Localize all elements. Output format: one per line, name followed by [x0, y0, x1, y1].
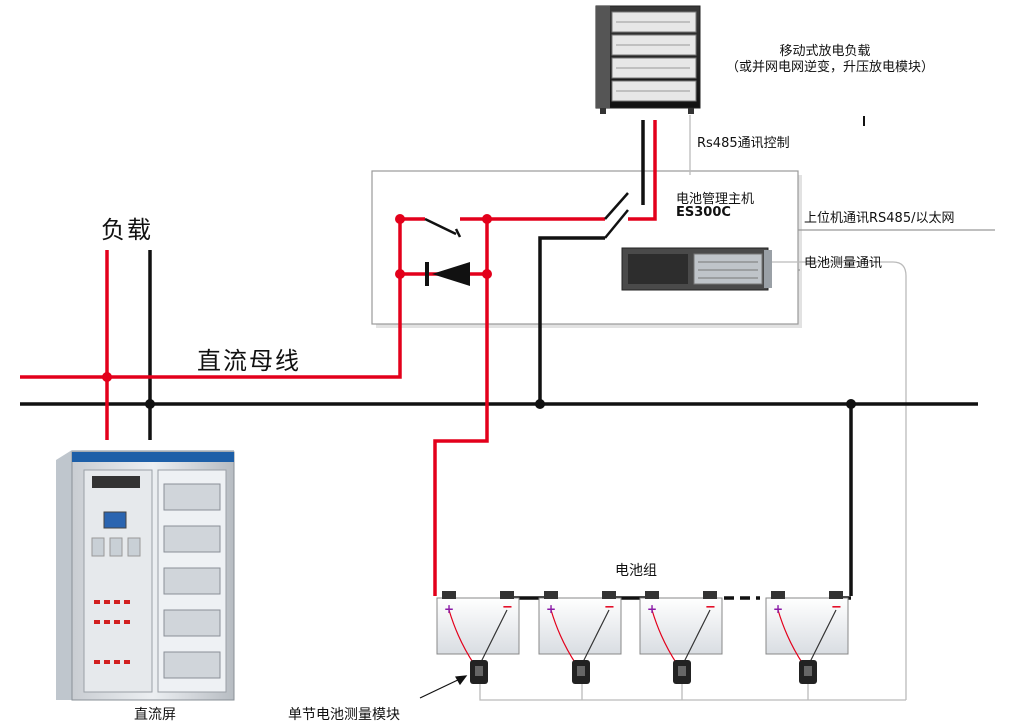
module-pointer-arrow	[419, 675, 468, 699]
comm-lines	[479, 115, 995, 701]
dc-panel-label: 直流屏	[134, 707, 176, 723]
upper-comm-label: 上位机通讯RS485/以太网	[804, 211, 955, 226]
battery-icon	[436, 591, 520, 655]
negative-terminal-sign: −	[604, 600, 615, 615]
dc-bus-label: 直流母线	[197, 347, 301, 375]
discharge-load-title: 移动式放电负载	[779, 44, 871, 59]
diode-icon	[425, 262, 470, 286]
battery-group-label: 电池组	[615, 563, 657, 579]
negative-terminal-sign: −	[705, 600, 716, 615]
positive-terminal-sign: +	[546, 602, 557, 616]
load-label: 负载	[101, 216, 153, 244]
cabinet-icon	[56, 450, 235, 701]
cell-modules	[470, 660, 817, 684]
negative-terminal-sign: −	[831, 600, 842, 615]
battery-icon	[639, 591, 723, 655]
positive-terminal-sign: +	[444, 602, 455, 616]
discharge-load-subtitle: （或并网电网逆变，升压放电模块）	[725, 60, 934, 75]
sensor-module-icon	[799, 660, 817, 684]
positive-terminal-sign: +	[773, 602, 784, 616]
battery-string	[436, 591, 849, 665]
battery-measure-comm-label: 电池测量通讯	[804, 256, 883, 271]
tick-mark	[863, 116, 865, 126]
sensor-module-icon	[572, 660, 590, 684]
server-icon	[621, 247, 772, 291]
junction-dots	[102, 214, 856, 409]
bms-host-model: ES300C	[676, 205, 731, 220]
rack-cabinet-icon	[595, 5, 701, 114]
negative-terminal-sign: −	[502, 600, 513, 615]
sensor-module-icon	[673, 660, 691, 684]
battery-icon	[538, 591, 622, 655]
bms-host-label: 电池管理主机	[676, 192, 755, 207]
rs485-control-label: Rs485通讯控制	[697, 136, 790, 151]
battery-icon	[765, 591, 849, 655]
sensor-module-icon	[470, 660, 488, 684]
positive-terminal-sign: +	[647, 602, 658, 616]
cell-module-label: 单节电池测量模块	[288, 707, 400, 723]
switch-icon	[424, 192, 629, 239]
